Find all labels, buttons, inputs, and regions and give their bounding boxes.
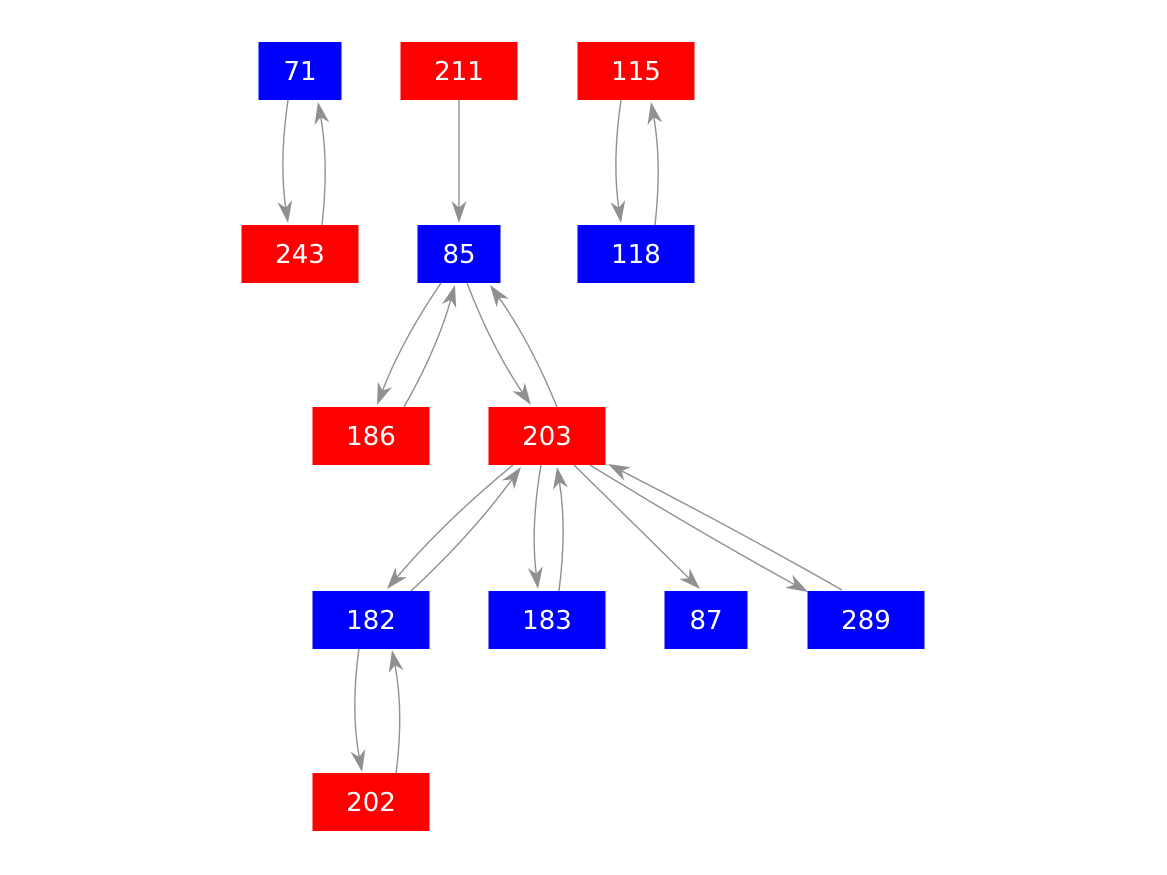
arrowhead-115-to-118 — [610, 200, 626, 223]
edge-186-to-85 — [403, 299, 452, 408]
edge-203-to-85 — [498, 297, 558, 408]
arrowhead-182-to-202 — [350, 749, 366, 772]
node-203-box — [488, 407, 606, 465]
arrowhead-203-to-182 — [387, 567, 407, 589]
node-85: 85 — [417, 225, 501, 283]
node-243: 243 — [241, 225, 359, 283]
edge-203-to-183 — [533, 464, 542, 574]
edge-115-to-118 — [615, 99, 622, 208]
node-203: 203 — [488, 407, 606, 465]
node-183-label: 183 — [522, 606, 572, 636]
arrowhead-203-to-289 — [785, 574, 808, 592]
node-202-box — [312, 773, 430, 831]
node-87-box — [664, 591, 748, 649]
node-118-label: 118 — [611, 240, 661, 270]
arrowhead-243-to-71 — [314, 102, 330, 125]
arrowhead-71-to-243 — [277, 200, 293, 223]
edge-71-to-243 — [282, 99, 289, 208]
node-289-label: 289 — [841, 606, 891, 636]
edge-85-to-203 — [466, 282, 523, 393]
node-183-box — [488, 591, 606, 649]
node-182-label: 182 — [346, 606, 396, 636]
node-186-label: 186 — [346, 422, 396, 452]
node-71-label: 71 — [283, 57, 316, 87]
node-202: 202 — [312, 773, 430, 831]
arrowhead-186-to-85 — [441, 285, 457, 309]
node-289: 289 — [807, 591, 925, 649]
edge-182-to-202 — [354, 647, 360, 757]
node-85-box — [417, 225, 501, 283]
node-186: 186 — [312, 407, 430, 465]
edge-203-to-87 — [573, 464, 690, 579]
arrowhead-85-to-203 — [512, 382, 531, 405]
edge-203-to-289 — [589, 464, 795, 586]
edge-243-to-71 — [320, 117, 326, 226]
arrowhead-202-to-182 — [388, 650, 404, 673]
arrowhead-182-to-203 — [502, 467, 521, 490]
node-115: 115 — [577, 42, 695, 100]
arrowhead-203-to-183 — [527, 566, 543, 589]
edge-202-to-182 — [394, 664, 401, 775]
node-183: 183 — [488, 591, 606, 649]
arrowhead-203-to-85 — [490, 285, 509, 308]
node-118: 118 — [577, 225, 695, 283]
node-118-box — [577, 225, 695, 283]
node-289-box — [807, 591, 925, 649]
node-115-label: 115 — [611, 57, 661, 87]
node-243-label: 243 — [275, 240, 325, 270]
node-211-box — [400, 42, 518, 100]
arrowhead-211-to-85 — [451, 201, 467, 223]
node-71: 71 — [258, 42, 342, 100]
node-211-label: 211 — [434, 57, 484, 87]
node-182-box — [312, 591, 430, 649]
edge-203-to-182 — [396, 464, 514, 578]
arrowhead-289-to-203 — [608, 464, 631, 481]
node-243-box — [241, 225, 359, 283]
node-186-box — [312, 407, 430, 465]
arrowhead-118-to-115 — [647, 102, 663, 125]
node-87: 87 — [664, 591, 748, 649]
edge-118-to-115 — [653, 117, 659, 226]
node-87-label: 87 — [689, 606, 722, 636]
node-71-box — [258, 42, 342, 100]
node-203-label: 203 — [522, 422, 572, 452]
edge-289-to-203 — [621, 470, 843, 591]
arrowhead-183-to-203 — [553, 467, 568, 490]
node-182: 182 — [312, 591, 430, 649]
edge-85-to-186 — [381, 282, 442, 391]
node-85-label: 85 — [442, 240, 475, 270]
arrowhead-85-to-186 — [377, 381, 392, 405]
edge-182-to-203 — [410, 479, 513, 592]
node-115-box — [577, 42, 695, 100]
edge-183-to-203 — [558, 482, 564, 592]
node-211: 211 — [400, 42, 518, 100]
node-202-label: 202 — [346, 788, 396, 818]
arrowhead-203-to-87 — [679, 568, 700, 589]
